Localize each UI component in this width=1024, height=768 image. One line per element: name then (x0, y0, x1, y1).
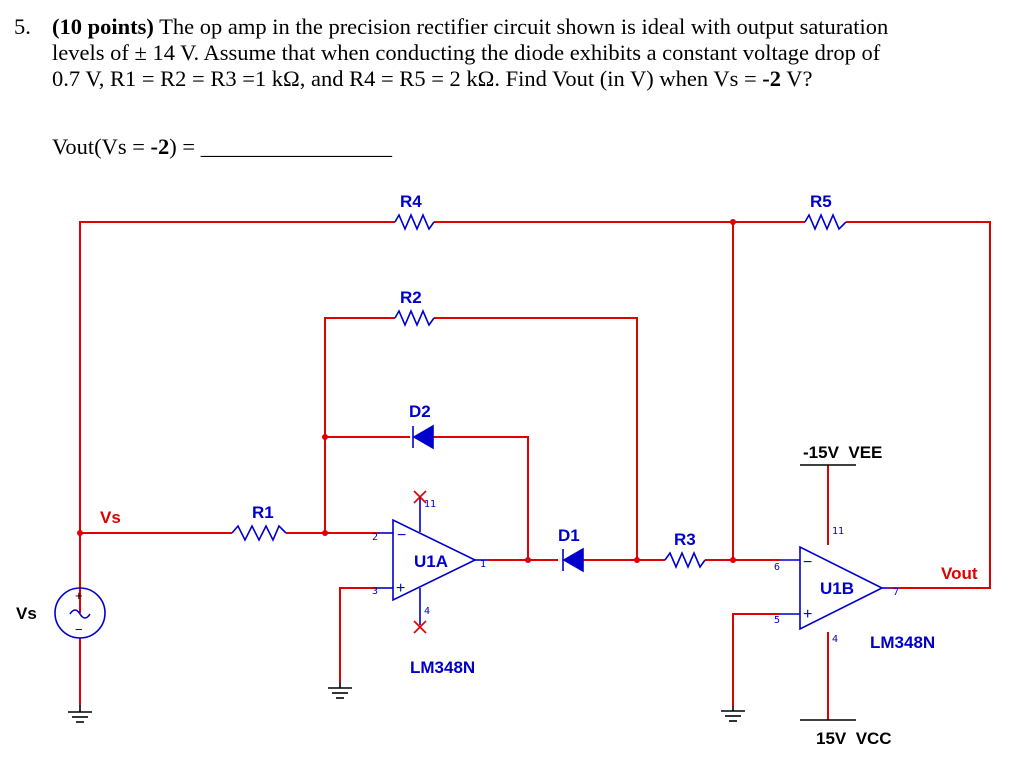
answer-bold: -2 (150, 134, 170, 159)
grounds (68, 464, 856, 723)
supply-label-vee: -15V VEE (803, 443, 882, 462)
resistor-r5 (804, 212, 847, 232)
label-r3: R3 (674, 530, 696, 549)
net-label-vout: Vout (941, 564, 978, 583)
junctions (77, 219, 736, 563)
question-line-3: 0.7 V, R1 = R2 = R3 =1 kΩ, and R4 = R5 =… (14, 66, 1004, 92)
answer-line: Vout(Vs = -2) = _________________ (52, 134, 392, 160)
diode-d2 (412, 424, 434, 450)
net-label-vs: Vs (100, 508, 121, 527)
junction-dot (730, 557, 736, 563)
label-d1: D1 (558, 526, 580, 545)
diode-d1-body (562, 547, 584, 573)
junction-dot (322, 434, 328, 440)
pin-u1a-vneg: 4 (424, 606, 430, 617)
wire-r4-left (79, 221, 395, 613)
label-r4: R4 (400, 192, 422, 211)
label-u1b: U1B (820, 579, 854, 598)
ground-icon (721, 706, 745, 722)
pin-u1b-out: 7 (893, 587, 899, 598)
wire-u1a-ninv-gnd (339, 587, 377, 682)
wire-r5-vout (846, 221, 991, 589)
diode-d1 (562, 547, 584, 573)
question-text: 5. (10 points) The op amp in the precisio… (14, 14, 1004, 92)
wires (79, 221, 991, 720)
opamp-u1a-body (392, 518, 477, 602)
resistor-r1 (231, 524, 287, 542)
u1a-plus-symbol: + (396, 580, 405, 597)
label-r2: R2 (400, 288, 422, 307)
source-minus-symbol: − (75, 622, 83, 637)
pin-u1b-noninv: 5 (774, 615, 780, 626)
question-line-3-bold: -2 (762, 66, 782, 91)
pin-u1b-vneg: 4 (832, 634, 838, 645)
junction-dot (634, 557, 640, 563)
supply-label-vcc: 15V VCC (816, 729, 892, 748)
ground-icon (328, 682, 352, 699)
pin-u1a-vpos: 11 (424, 499, 436, 510)
wire-r2-right (434, 317, 638, 560)
pin-u1b-inv: 6 (774, 562, 780, 573)
wire-u1b-ninv-gnd (732, 613, 780, 706)
label-r5: R5 (810, 192, 832, 211)
pin-u1a-inv: 2 (372, 532, 378, 543)
question-number: 5. (14, 14, 31, 39)
source-label-vs: Vs (16, 604, 37, 623)
pin-u1b-vpos: 11 (832, 526, 844, 537)
label-r1: R1 (252, 503, 274, 522)
junction-dot (322, 530, 328, 536)
answer-suffix: ) = (169, 134, 201, 159)
pin-u1a-noninv: 3 (372, 586, 378, 597)
junction-dot (525, 557, 531, 563)
question-line-1-rest: The op amp in the precision rectifier ci… (153, 14, 889, 39)
resistor-r4 (394, 212, 435, 232)
ac-source-vs (54, 587, 106, 639)
u1b-minus-symbol: − (803, 554, 812, 571)
question-points: (10 points) (52, 14, 154, 39)
ac-source-wave (69, 609, 91, 619)
question-line-1: 5. (10 points) The op amp in the precisio… (14, 14, 1004, 40)
question-line-3-post: V? (781, 66, 813, 91)
junction-dot (77, 530, 83, 536)
question-line-3-pre: 0.7 V, R1 = R2 = R3 =1 kΩ, and R4 = R5 =… (52, 66, 763, 91)
source-plus-symbol: + (75, 588, 83, 603)
no-connect-x-icon (413, 620, 427, 634)
opamp-u1a (377, 497, 488, 625)
labels: R4 R5 R2 D2 R1 D1 R3 U1A U1B LM348N LM34… (16, 192, 978, 748)
no-connect-markers (413, 490, 427, 634)
resistor-r2 (394, 308, 435, 328)
label-u1a: U1A (414, 552, 448, 571)
answer-prefix: Vout(Vs = (52, 134, 151, 159)
label-u1a-part: LM348N (410, 658, 475, 677)
opamp-u1b-body (799, 545, 884, 631)
wire-r2-left (324, 317, 395, 533)
u1b-plus-symbol: + (803, 606, 812, 623)
opamp-u1b (780, 545, 890, 631)
no-connect-x-icon (413, 490, 427, 504)
ac-source-circle (54, 587, 106, 639)
components (54, 212, 890, 639)
ground-icon (68, 705, 92, 723)
junction-dot (730, 219, 736, 225)
label-u1b-part: LM348N (870, 633, 935, 652)
wire-d2-right (433, 436, 529, 560)
label-d2: D2 (409, 402, 431, 421)
pin-u1a-out: 1 (480, 559, 486, 570)
answer-blank: _________________ (200, 134, 392, 159)
diode-d2-body (412, 424, 434, 450)
u1a-minus-symbol: − (397, 527, 406, 544)
question-line-2: levels of ± 14 V. Assume that when condu… (52, 40, 881, 65)
resistor-r3 (664, 550, 706, 570)
